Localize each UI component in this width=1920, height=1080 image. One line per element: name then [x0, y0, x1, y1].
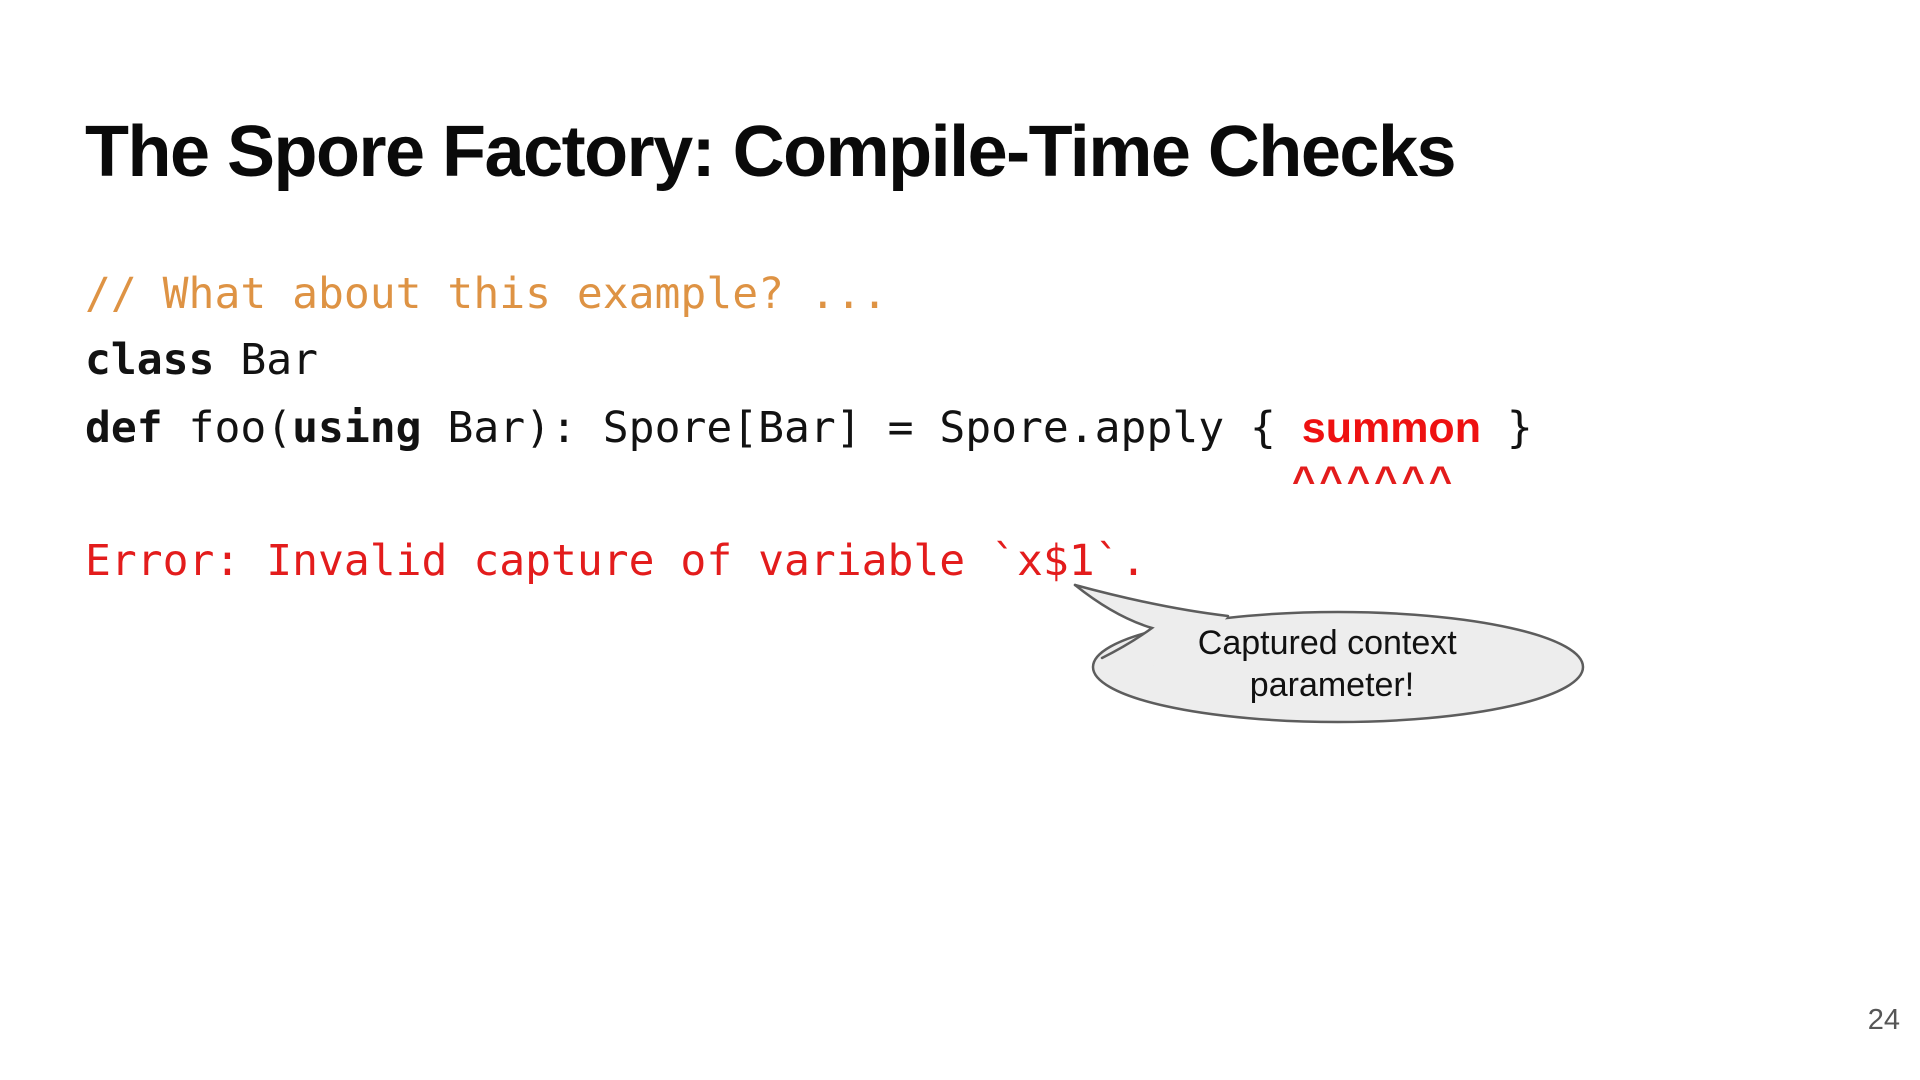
- speech-bubble-text: Captured context parameter!: [1198, 624, 1466, 704]
- speech-bubble-text-line2: parameter!: [1250, 666, 1414, 704]
- class-name-text: Bar: [214, 335, 319, 385]
- speech-bubble-tail-upper-edge: [1073, 583, 1230, 618]
- page-number: 24: [1867, 1004, 1900, 1036]
- speech-bubble-text-line1: Captured context: [1198, 624, 1457, 662]
- def-signature-text: foo(: [162, 403, 293, 453]
- code-def-line: def foo(using Bar): Spore[Bar] = Spore.a…: [85, 407, 1533, 450]
- code-comment-line: // What about this example? ...: [85, 269, 888, 319]
- keyword-class: class: [85, 335, 215, 385]
- code-class-line: class Bar: [85, 339, 318, 382]
- def-body-text: Bar): Spore[Bar] = Spore.apply {: [421, 403, 1302, 453]
- speech-bubble-ellipse: [1091, 610, 1585, 724]
- error-caret-underline: ^^^^^^: [1292, 459, 1457, 503]
- summon-highlight: summon: [1301, 404, 1481, 452]
- compiler-error-message: Error: Invalid capture of variable `x$1`…: [85, 536, 1147, 586]
- keyword-def: def: [85, 403, 163, 453]
- speech-bubble-tail-lower-edge: [1073, 583, 1155, 660]
- keyword-using: using: [292, 403, 422, 453]
- slide-title: The Spore Factory: Compile-Time Checks: [85, 112, 1457, 192]
- def-closing-brace: }: [1480, 403, 1533, 453]
